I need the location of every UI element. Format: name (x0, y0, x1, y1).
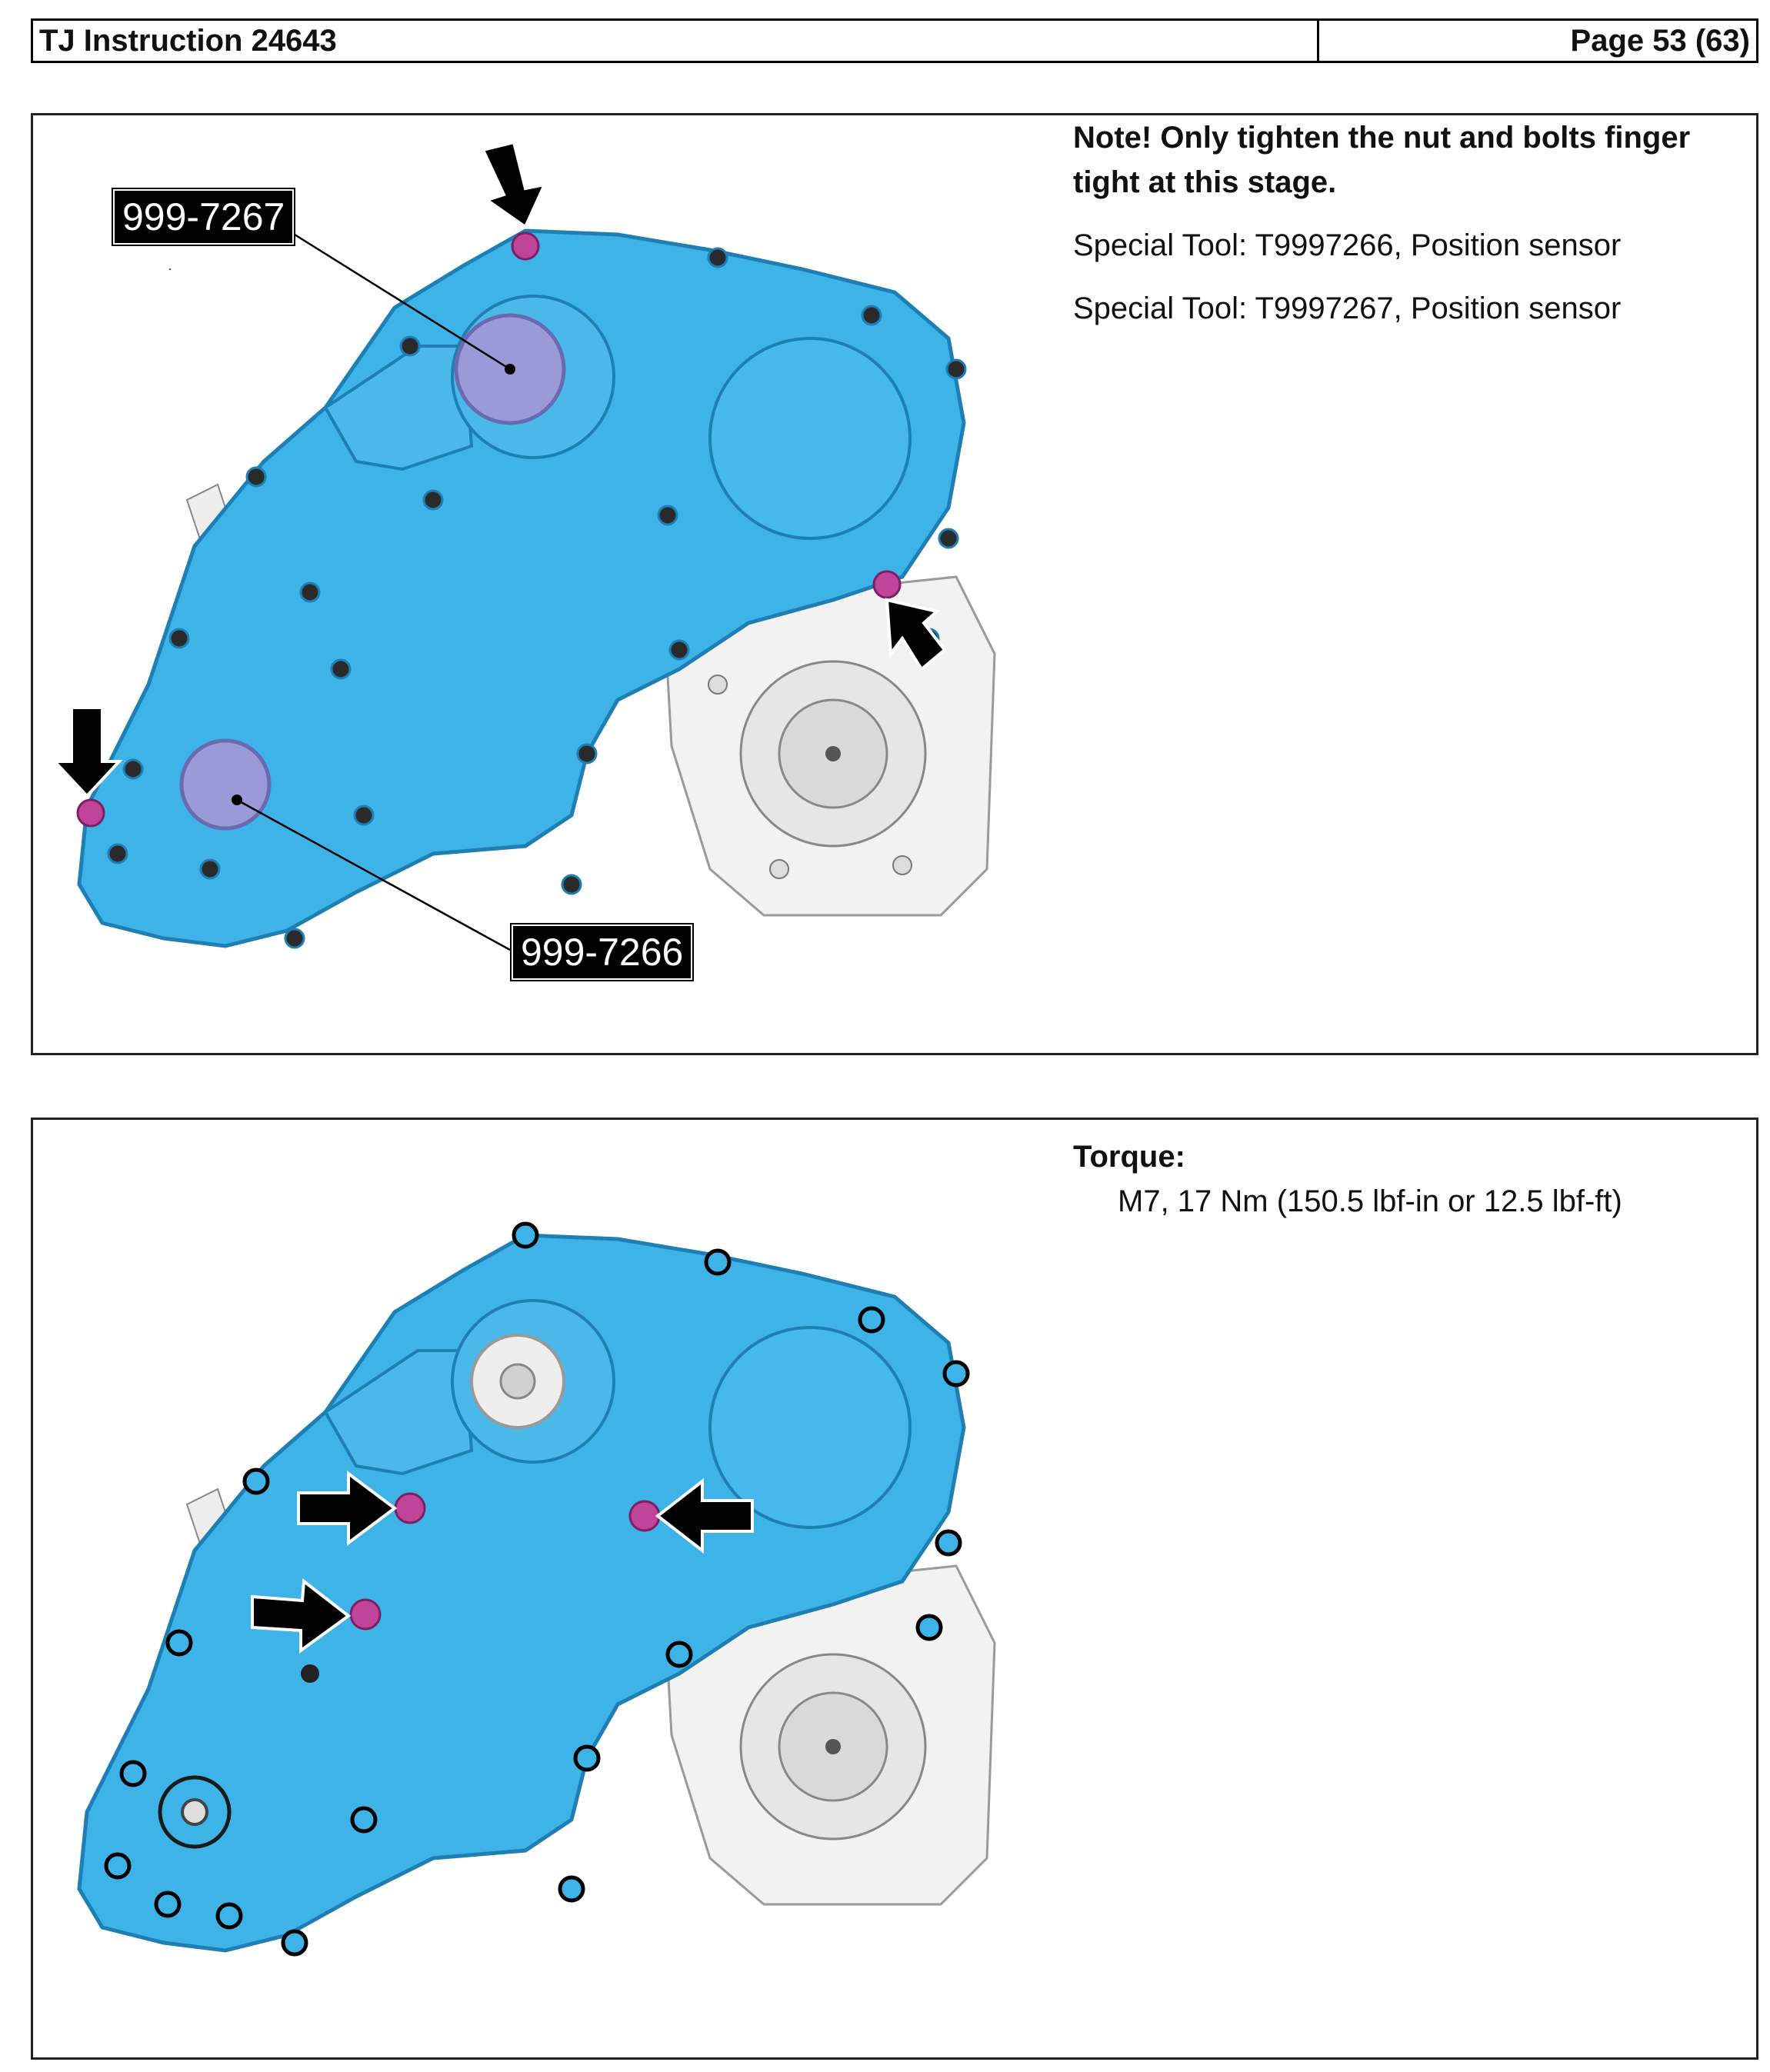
timing-cover-illustration-torque (77, 1221, 996, 1957)
page-number: Page 53 (63) (1570, 24, 1750, 58)
highlight-bolt-icon (872, 570, 902, 599)
special-tool-2: Special Tool: T9997267, Position sensor (1073, 291, 1622, 325)
highlight-bolt-icon (628, 1500, 661, 1532)
arrow-down-icon (481, 140, 548, 230)
special-tool-1: Special Tool: T9997266, Position sensor (1073, 228, 1622, 262)
torque-value: M7, 17 Nm (150.5 lbf-in or 12.5 lbf-ft) (1118, 1184, 1622, 1218)
highlight-bolt-icon (511, 232, 540, 261)
document-title: TJ Instruction 24643 (33, 21, 1319, 61)
arrow-right-icon (297, 1471, 398, 1546)
sensor-7266-icon (179, 738, 272, 831)
callout-999-7267: 999-7267 (111, 188, 296, 246)
note-text: Note! Only tighten the nut and bolts fin… (1073, 121, 1691, 199)
highlight-bolt-icon (394, 1492, 426, 1524)
page-header: TJ Instruction 24643 Page 53 (63) (31, 18, 1758, 63)
timing-cover-icon (77, 1221, 970, 1957)
torque-title: Torque: (1073, 1140, 1185, 1174)
arrow-left-icon (655, 1477, 754, 1554)
timing-cover-illustration-with-sensors (51, 140, 996, 951)
highlight-bolt-icon (349, 1598, 382, 1631)
step-2-text: Torque: M7, 17 Nm (150.5 lbf-in or 12.5 … (1073, 1120, 1750, 1221)
instruction-step-1: 999-7267 999-7266 Note! Only tighten the… (31, 113, 1758, 1055)
arrow-down-icon (51, 706, 123, 798)
highlight-bolt-icon (76, 798, 105, 828)
callout-999-7266: 999-7266 (509, 923, 695, 981)
arrow-right-icon (251, 1578, 352, 1654)
step-1-text: Note! Only tighten the nut and bolts fin… (1073, 115, 1750, 331)
engine-block-icon (185, 483, 996, 917)
arrow-upleft-icon (885, 598, 947, 672)
instruction-step-2: Torque: M7, 17 Nm (150.5 lbf-in or 12.5 … (31, 1118, 1758, 2060)
